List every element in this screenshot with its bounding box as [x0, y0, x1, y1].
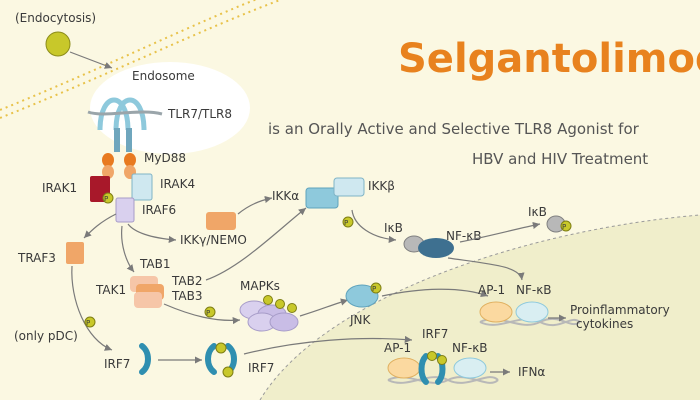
proinflam-label-2: cytokines — [576, 317, 633, 331]
arrow-iraf6-ikkgamma — [127, 223, 177, 244]
arrow-ikk-ikb — [351, 209, 397, 243]
tlr-label: TLR7/TLR8 — [167, 107, 232, 121]
tab2-label: TAB2 — [171, 274, 202, 288]
ap1-top-node — [479, 301, 513, 323]
jnk-phospho — [370, 282, 382, 294]
arrow-traf3-irf7 — [71, 265, 113, 351]
endocytosis-arrow — [69, 51, 113, 69]
cell-membrane — [0, 0, 281, 119]
ikk-phospho — [342, 216, 354, 228]
jnk-node — [345, 284, 379, 308]
traf3-phospho — [84, 316, 96, 328]
arrow-iraf6-tak1 — [121, 225, 135, 273]
svg-text:P: P — [104, 195, 108, 203]
svg-text:P: P — [206, 309, 210, 317]
ikkbeta-label: IKKβ — [368, 179, 395, 193]
irak1-label: IRAK1 — [42, 181, 77, 195]
nfkb-top-label: NF-κB — [516, 283, 552, 297]
arrow-iraf6-traf3 — [83, 213, 117, 239]
irf7-mid-label: IRF7 — [248, 361, 274, 375]
svg-text:P: P — [86, 319, 90, 327]
tak1-complex — [130, 276, 164, 308]
ikb-right-label: IκB — [528, 205, 547, 219]
ifna-label: IFNα — [518, 365, 545, 379]
nfkb-bottom-label: NF-κB — [452, 341, 488, 355]
proinflam-label-1: Proinflammatory — [570, 303, 670, 317]
nfkb-mid-node — [418, 238, 454, 258]
ikkgamma-node — [206, 212, 236, 230]
nucleus-region — [260, 215, 700, 400]
traf3-label: TRAF3 — [17, 251, 56, 265]
myd88-label: MyD88 — [144, 151, 186, 165]
endosome-label: Endosome — [132, 69, 195, 83]
irak4-label: IRAK4 — [160, 177, 195, 191]
svg-text:P: P — [344, 219, 348, 227]
irf7-left-label: IRF7 — [104, 357, 130, 371]
mapks-phospho-1 — [263, 295, 273, 305]
irf7-left-node — [139, 343, 151, 375]
ikkalpha-node — [305, 187, 339, 209]
svg-text:P: P — [372, 285, 376, 293]
ikb-right-phospho — [560, 220, 572, 232]
svg-text:P: P — [562, 223, 566, 231]
arrow-ikb-degrade — [459, 221, 541, 243]
irf7-bottom-node — [418, 351, 447, 385]
arrow-ikkgamma-ikkalpha — [237, 195, 273, 215]
irak4-node — [131, 173, 153, 201]
subtitle-line-2: HBV and HIV Treatment — [472, 150, 648, 168]
tak1-label: TAK1 — [95, 283, 126, 297]
ap1-bottom-label: AP-1 — [384, 341, 411, 355]
endocytosis-label: (Endocytosis) — [15, 11, 96, 25]
arrow-tak1-mapks — [163, 303, 241, 325]
jnk-label: JNK — [349, 313, 372, 327]
arrow-irf7-nucleus — [243, 335, 413, 355]
arrow-jnk-ap1 — [381, 288, 489, 297]
subtitle-line-1: is an Orally Active and Selective TLR8 A… — [268, 120, 640, 138]
ikkalpha-label: IKKα — [272, 189, 299, 203]
ikkgamma-label: IKKγ/NEMO — [180, 233, 247, 247]
myd88-node — [102, 153, 136, 179]
tab1-label: TAB1 — [139, 257, 170, 271]
iraf6-node — [115, 197, 135, 223]
arrow-nfkb-nucleus — [447, 257, 525, 281]
page-title: Selgantolimod — [398, 36, 700, 82]
mapks-label: MAPKs — [240, 279, 280, 293]
mapks-phospho-2 — [275, 299, 285, 309]
nfkb-bottom-node — [453, 357, 487, 379]
tab3-label: TAB3 — [171, 289, 202, 303]
mapks-node — [239, 300, 299, 332]
irf7-mid-node — [205, 342, 237, 378]
tak1-phospho — [204, 306, 216, 318]
ap1-bottom-node — [387, 357, 421, 379]
iraf6-label: IRAF6 — [142, 203, 176, 217]
traf3-node — [66, 242, 84, 264]
nucleus-membrane — [259, 214, 700, 400]
irf7-bottom-label: IRF7 — [422, 327, 448, 341]
arrow-tak1-ikk — [205, 207, 307, 281]
irak1-phospho — [102, 192, 114, 204]
tlr-receptor — [87, 97, 163, 152]
ikb-left-label: IκB — [384, 221, 403, 235]
ap1-top-label: AP-1 — [478, 283, 505, 297]
arrow-mapks-jnk — [299, 298, 349, 317]
mapks-phospho-3 — [287, 303, 297, 313]
only-pdc-label: (only pDC) — [14, 329, 78, 343]
ikkbeta-node — [333, 177, 365, 197]
ligand-particle — [45, 31, 71, 57]
nfkb-top-node — [515, 301, 549, 323]
